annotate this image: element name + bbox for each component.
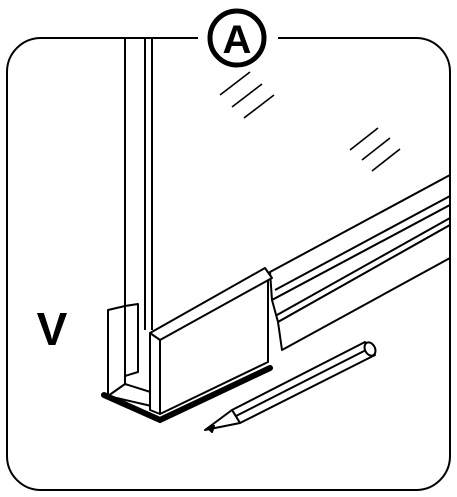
base-seal-line [101,365,273,424]
glass-reflection-marks [219,71,401,172]
step-badge: A [207,8,267,68]
side-label: V [37,303,68,355]
pencil [204,341,377,433]
u-channel-profile [107,267,273,415]
step-badge-circle [207,8,267,68]
step-badge-label: A [223,18,252,62]
glass-panel [124,38,153,330]
bottom-rail [269,174,451,351]
